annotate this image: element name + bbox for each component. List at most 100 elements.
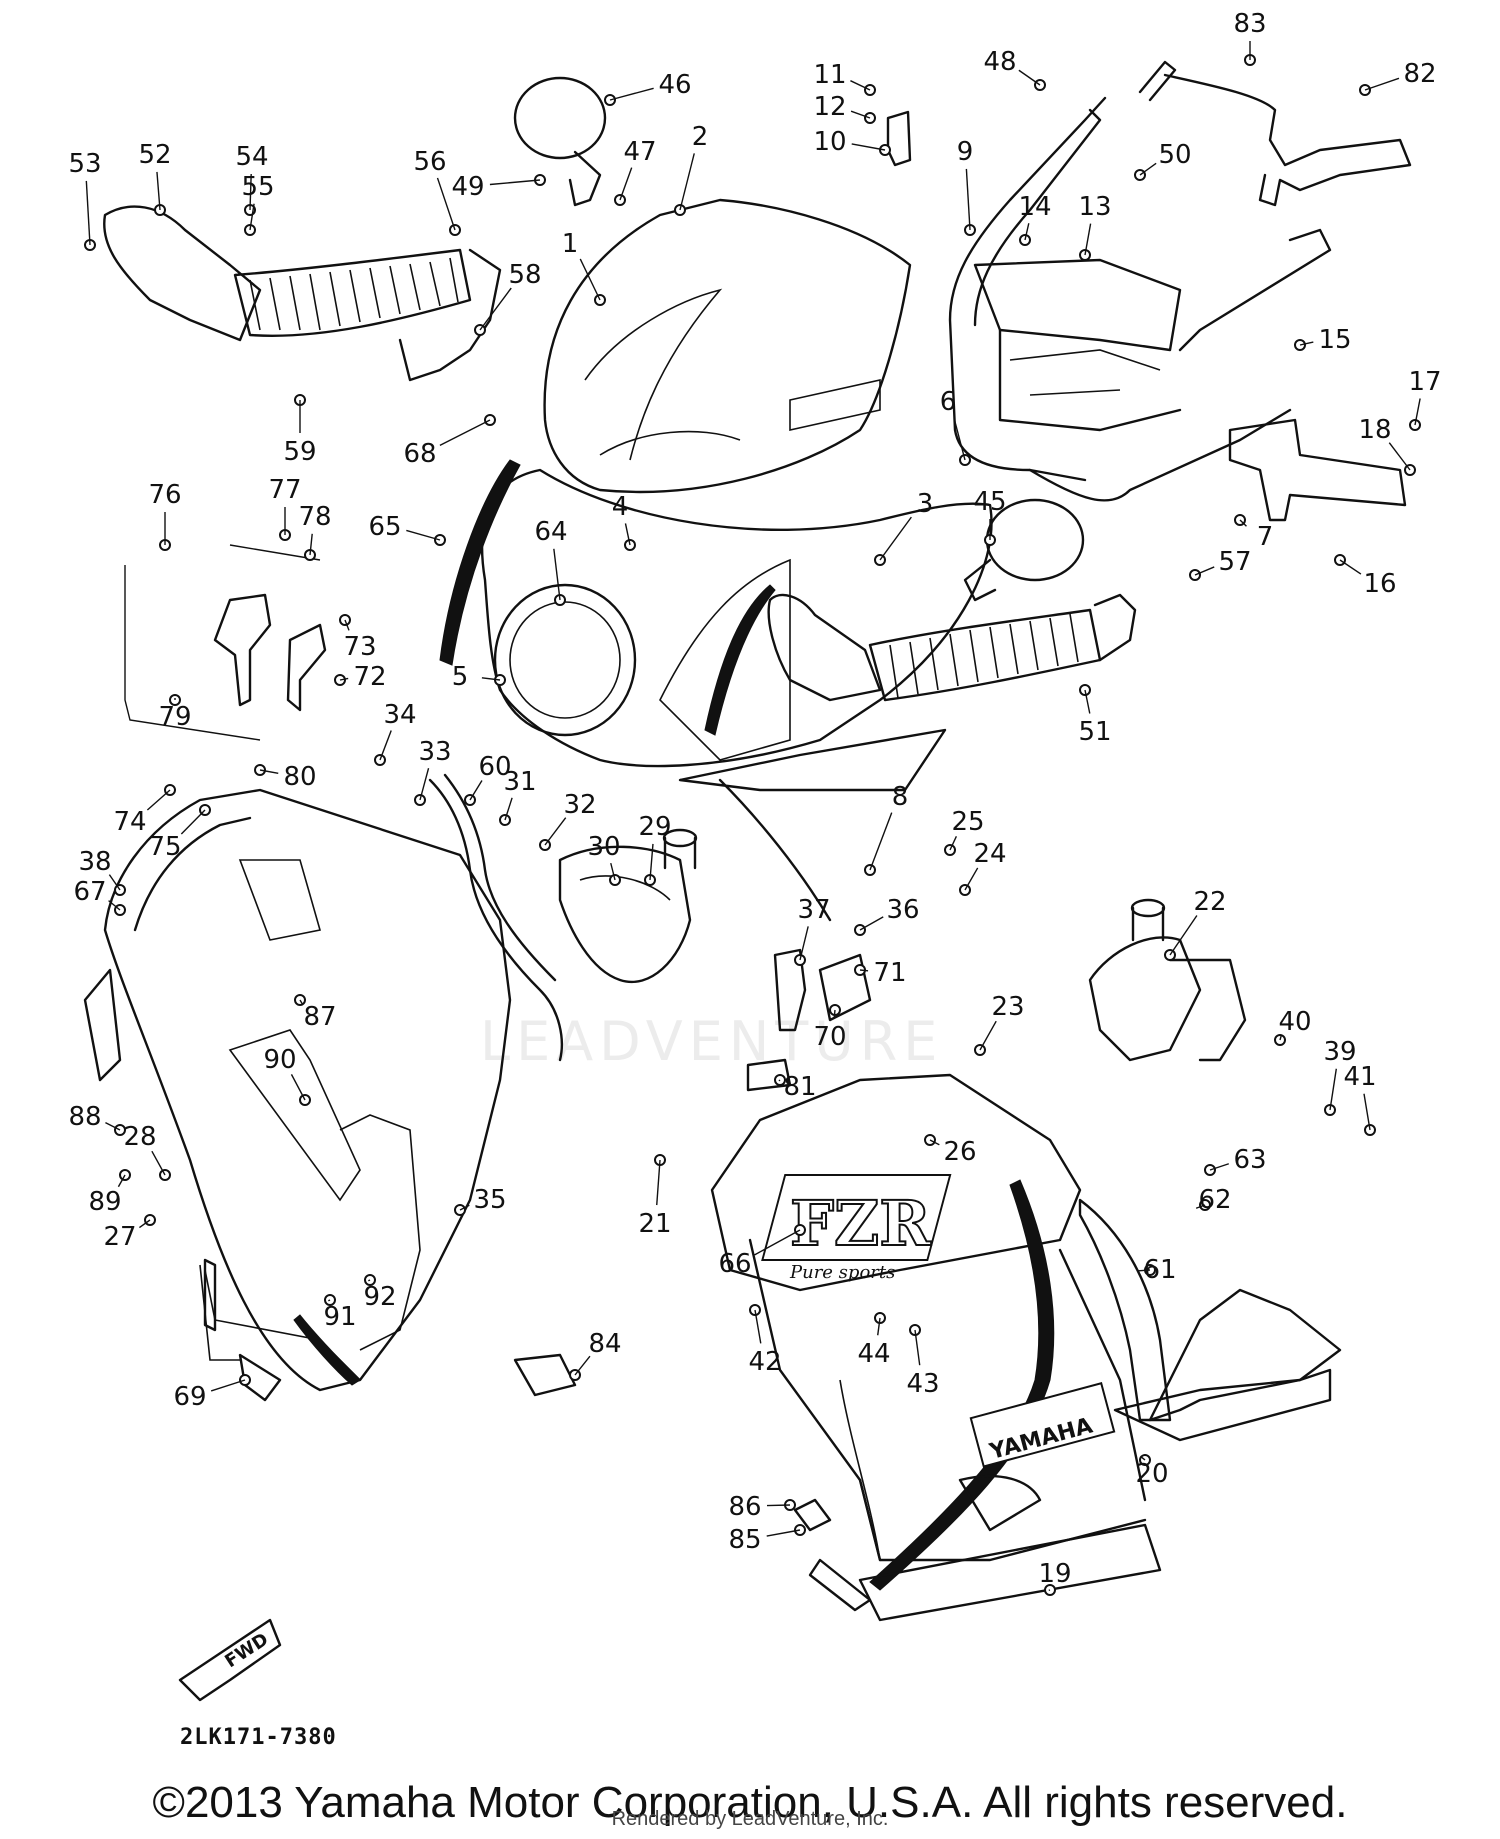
leader-line-71	[859, 969, 869, 972]
leader-line-1	[579, 258, 601, 301]
part-label-50: 50	[1158, 140, 1191, 170]
leader-line-7	[1239, 519, 1247, 527]
part-label-45: 45	[973, 487, 1006, 517]
part-label-8: 8	[892, 782, 909, 812]
part-label-22: 22	[1193, 887, 1226, 917]
part-label-2: 2	[692, 122, 709, 152]
part-label-24: 24	[973, 839, 1006, 869]
part-label-33: 33	[418, 737, 451, 767]
part-label-6: 6	[940, 387, 957, 417]
leader-line-56	[436, 177, 456, 231]
leader-line-25	[949, 835, 958, 851]
leader-line-37	[799, 926, 809, 961]
part-label-55: 55	[241, 172, 274, 202]
leader-line-39	[1329, 1068, 1338, 1111]
part-label-15: 15	[1318, 325, 1351, 355]
fwd-arrow: FWD	[178, 1618, 282, 1702]
fairing-stay	[948, 96, 1332, 502]
leader-line-58	[479, 287, 512, 331]
part-label-58: 58	[508, 260, 541, 290]
part-label-91: 91	[323, 1302, 356, 1332]
part-label-85: 85	[728, 1525, 761, 1555]
part-label-11: 11	[813, 60, 846, 90]
part-label-40: 40	[1278, 1007, 1311, 1037]
leader-line-91	[328, 1299, 331, 1302]
part-label-34: 34	[383, 700, 416, 730]
leader-line-80	[259, 769, 279, 775]
part-label-26: 26	[943, 1137, 976, 1167]
rendered-by-note: Rendered by LeadVenture, Inc.	[611, 1808, 889, 1830]
leader-line-78	[309, 533, 313, 556]
part-label-42: 42	[748, 1347, 781, 1377]
leader-line-52	[156, 171, 161, 211]
leader-line-17	[1414, 398, 1421, 426]
leader-line-21	[656, 1159, 661, 1206]
part-label-28: 28	[123, 1122, 156, 1152]
upper-cowling	[480, 468, 993, 922]
part-label-90: 90	[263, 1045, 296, 1075]
leader-line-60	[469, 780, 483, 801]
leader-line-74	[146, 789, 171, 811]
lower-cowling	[710, 1073, 1147, 1612]
leader-line-26	[929, 1139, 940, 1146]
windscreen	[543, 198, 912, 494]
part-label-29: 29	[638, 812, 671, 842]
leader-line-51	[1084, 689, 1091, 714]
leader-line-82	[1364, 77, 1400, 91]
part-label-20: 20	[1135, 1459, 1168, 1489]
part-label-44: 44	[857, 1339, 890, 1369]
inner-cover-right	[1088, 898, 1247, 1062]
leader-line-89	[117, 1174, 126, 1188]
part-label-14: 14	[1018, 192, 1051, 222]
part-label-59: 59	[283, 437, 316, 467]
part-label-13: 13	[1078, 192, 1111, 222]
leader-line-28	[151, 1150, 166, 1176]
part-label-12: 12	[813, 92, 846, 122]
headlight-stay	[1138, 60, 1412, 207]
leader-line-48	[1018, 69, 1041, 86]
part-label-87: 87	[303, 1002, 336, 1032]
air-intake	[558, 828, 698, 983]
part-label-19: 19	[1038, 1559, 1071, 1589]
part-label-72: 72	[353, 662, 386, 692]
leader-line-55	[249, 203, 255, 231]
leader-line-36	[859, 916, 884, 931]
leader-line-33	[419, 768, 430, 801]
part-label-27: 27	[103, 1222, 136, 1252]
fzr-logo-sub: Pure sports	[789, 1262, 895, 1283]
mirror-left	[513, 76, 607, 207]
part-label-75: 75	[148, 832, 181, 862]
bracket-70	[746, 948, 872, 1092]
leader-line-53	[85, 180, 91, 246]
part-label-74: 74	[113, 807, 146, 837]
part-label-35: 35	[473, 1185, 506, 1215]
part-label-65: 65	[368, 512, 401, 542]
part-label-54: 54	[235, 142, 268, 172]
clip-86-85	[793, 1498, 832, 1532]
part-labels: 1234567891011121314151617181920212223242…	[68, 9, 1441, 1589]
trim-strip-left	[439, 459, 521, 666]
copyright-notice: ©2013 Yamaha Motor Corporation, U.S.A. A…	[152, 1778, 1348, 1827]
leader-line-40	[1279, 1034, 1283, 1041]
leader-line-42	[754, 1309, 762, 1344]
lower-side-cover	[1113, 1368, 1332, 1442]
part-label-43: 43	[906, 1369, 939, 1399]
part-label-36: 36	[886, 895, 919, 925]
leader-line-90	[290, 1074, 306, 1101]
part-label-82: 82	[1403, 59, 1436, 89]
leader-line-41	[1363, 1093, 1371, 1131]
part-label-83: 83	[1233, 9, 1266, 39]
leader-line-66	[754, 1229, 801, 1256]
part-label-81: 81	[783, 1072, 816, 1102]
part-label-77: 77	[268, 475, 301, 505]
leader-line-12	[850, 110, 871, 119]
leader-line-27	[139, 1219, 151, 1229]
part-label-60: 60	[478, 752, 511, 782]
leader-line-44	[877, 1317, 881, 1336]
bracket-16	[1228, 418, 1407, 522]
leader-line-70	[833, 1009, 836, 1019]
part-label-52: 52	[138, 140, 171, 170]
part-label-88: 88	[68, 1102, 101, 1132]
part-label-47: 47	[623, 137, 656, 167]
